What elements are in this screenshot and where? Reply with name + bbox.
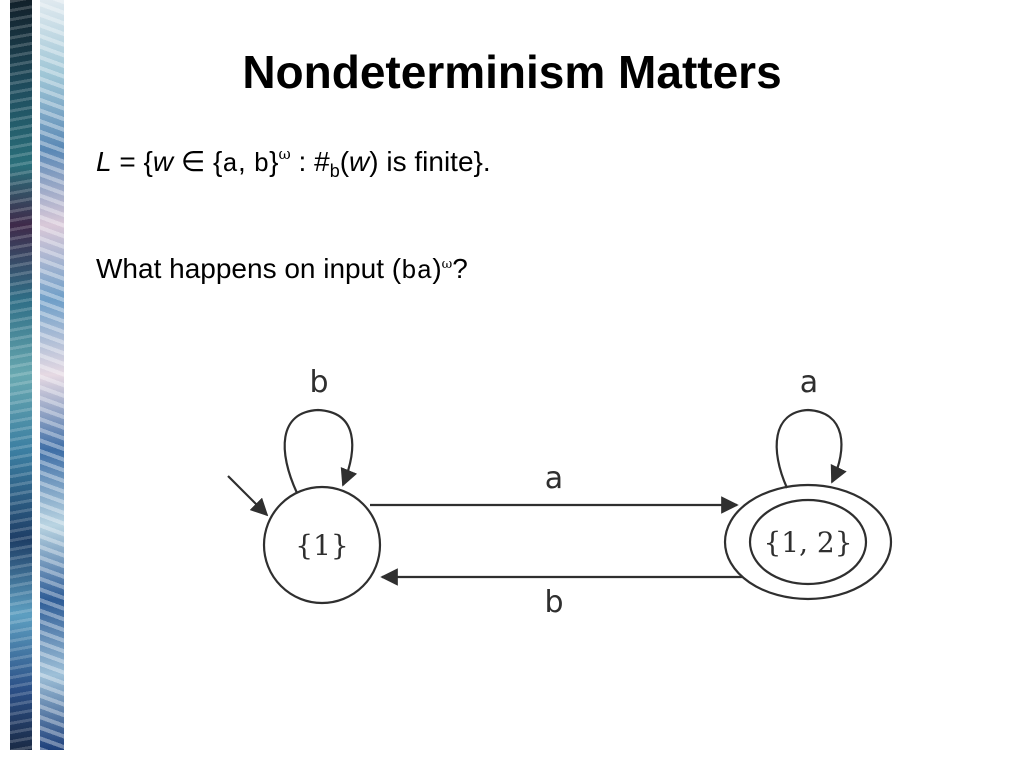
question-omega: ω — [441, 257, 453, 272]
self-loop-state-12 — [775, 408, 847, 489]
language-definition: L = {w ∈ {a, b}ω : #b(w) is finite}. — [96, 136, 491, 189]
def-colon-hash: : # — [290, 146, 330, 177]
def-in-symbol: ∈ { — [173, 146, 223, 177]
state-1-circle — [262, 485, 382, 605]
question-text: What happens on input (ba)ω? — [96, 247, 468, 289]
def-L: L — [96, 146, 112, 177]
decorative-stripe-left — [10, 0, 32, 750]
def-subscript-b: b — [329, 161, 340, 181]
initial-state-arrow — [227, 475, 269, 517]
def-comma: , — [238, 146, 254, 177]
edge-label-1-to-12: a — [545, 461, 563, 496]
question-prefix: What happens on input ( — [96, 253, 402, 284]
def-w: w — [152, 146, 174, 177]
slide-title: Nondeterminism Matters — [242, 46, 782, 98]
def-close-brace: } — [269, 146, 279, 177]
state-12-label: {1, 2} — [763, 526, 852, 559]
state-12-inner-ring — [748, 498, 868, 586]
def-paren-open: ( — [339, 146, 350, 177]
def-symbol-a: a — [222, 149, 238, 179]
def-tail: ) is finite}. — [369, 146, 491, 177]
decorative-stripe-right — [40, 0, 64, 750]
def-symbol-b: b — [253, 149, 270, 179]
state-1-label: {1} — [295, 529, 348, 562]
state-12-outer-ring — [723, 483, 893, 601]
self-loop-state-1 — [283, 408, 358, 494]
question-word: ba — [401, 256, 433, 286]
def-omega: ω — [278, 145, 291, 163]
def-w2: w — [349, 146, 370, 177]
edge-label-12-to-1: b — [544, 585, 563, 620]
question-mark: ? — [452, 253, 468, 284]
question-close: ) — [432, 253, 442, 284]
loop-label-state-1: b — [309, 365, 328, 400]
def-eq-open: = { — [111, 146, 153, 177]
loop-label-state-12: a — [800, 365, 818, 400]
